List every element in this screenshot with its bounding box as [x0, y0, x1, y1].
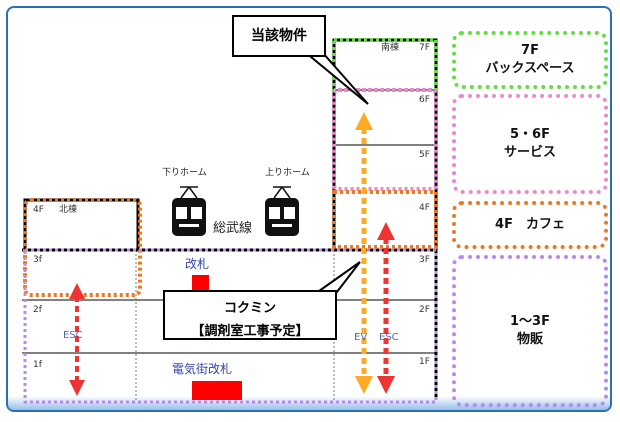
legend-13f-title: 1～3F [510, 314, 550, 330]
down-platform-label: 下りホーム [162, 168, 207, 178]
kokumin-callout: コクミン 【調剤室工事予定】 [163, 290, 337, 340]
ev-label: EV [354, 332, 368, 343]
legend-56f-title: 5・6F [510, 127, 550, 143]
floor-label-6f: 6F [419, 95, 430, 105]
train-icon-down [172, 186, 206, 236]
floor-label-7f: 7F [419, 43, 430, 53]
legend-56f-desc: サービス [503, 145, 556, 160]
esc-arrow-left [69, 283, 85, 396]
esc-arrow-right [377, 222, 395, 394]
gate-marker [192, 275, 209, 290]
electric-gate-label: 電気街改札 [172, 362, 233, 376]
legend-7f-backspace: 7F バックスペース [452, 31, 608, 89]
legend-56f-service: 5・6F サービス [452, 94, 608, 194]
kokumin-name: コクミン [223, 301, 276, 316]
esc-label-right: ESC [379, 332, 399, 343]
floor-label-1f: 1F [419, 357, 430, 367]
floor-label-3f: 3F [419, 255, 430, 265]
floor-label-2f: 2F [419, 305, 430, 315]
legend-13f-retail: 1～3F 物販 [452, 255, 608, 407]
north-building-label: 北棟 [59, 205, 78, 215]
target-property-callout: 当該物件 [232, 15, 326, 57]
kokumin-note: 【調剤室工事予定】 [191, 324, 309, 339]
south-building-outline [332, 38, 438, 400]
south-building-label: 南棟 [381, 43, 400, 53]
legend-13f-desc: 物販 [516, 332, 543, 347]
legend-4f-cafe: 4F カフェ [452, 201, 608, 249]
gate-label: 改札 [185, 257, 210, 271]
zone-56f-pink [332, 88, 438, 191]
electric-gate-marker [192, 381, 242, 400]
train-icon-up [265, 186, 299, 236]
target-property-label: 当該物件 [251, 28, 307, 44]
ev-arrow [355, 112, 373, 394]
floor-label-4f: 4F [419, 203, 430, 213]
esc-label-left: ESC [63, 330, 83, 341]
zone-4f-orange [332, 190, 438, 249]
zone-13f-purple [23, 248, 438, 404]
north-floor-label-4f: 4F [33, 205, 44, 215]
left-floor-label-3f: 3f [33, 255, 42, 265]
legend-7f-title: 7F [521, 43, 539, 59]
left-floor-label-1f: 1f [33, 360, 42, 370]
legend-4f-title: 4F カフェ [495, 217, 565, 233]
up-platform-label: 上りホーム [265, 168, 310, 178]
floor-label-5f: 5F [419, 150, 430, 160]
legend-7f-desc: バックスペース [485, 61, 575, 76]
left-floor-label-2f: 2f [33, 305, 42, 315]
sobu-line-label: 総武線 [213, 221, 253, 236]
target-callout-tail [302, 51, 369, 105]
